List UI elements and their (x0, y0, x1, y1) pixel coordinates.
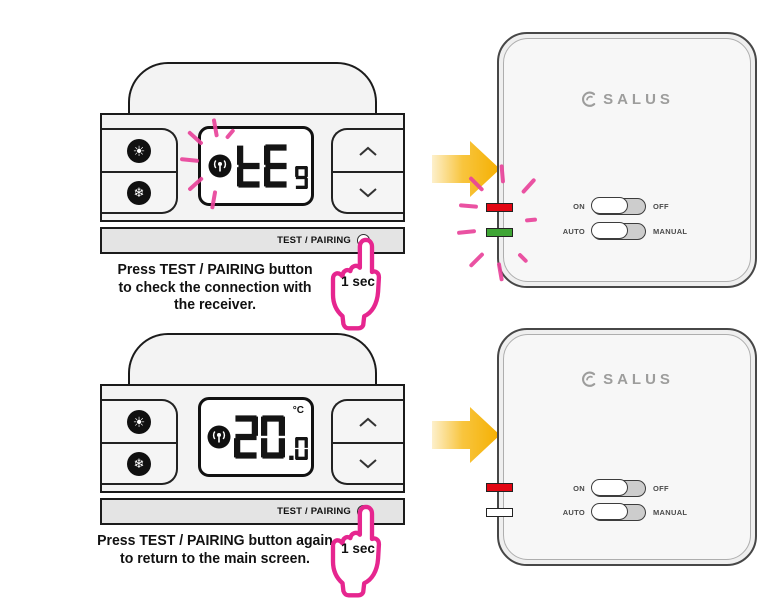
lcd-display: °C (198, 397, 314, 477)
receiver-faceplate (503, 38, 751, 282)
switch-knob (591, 197, 629, 215)
switch-label-off: OFF (653, 484, 669, 493)
mode-button-column: ☀ ❄ (102, 399, 178, 485)
step1-caption: Press TEST / PAIRING button to check the… (117, 262, 313, 313)
press-duration-label: 1 sec (341, 274, 375, 289)
thermostat-body: ☀ ❄ °C (100, 384, 405, 493)
switch-knob (591, 222, 629, 240)
off-led (486, 508, 513, 517)
switch-label-on: ON (573, 202, 585, 211)
chevron-up-icon (359, 417, 377, 427)
chevron-down-icon (359, 187, 377, 197)
press-hand-icon (330, 504, 382, 598)
seven-segment-main (237, 144, 291, 188)
press-duration-label: 1 sec (341, 541, 375, 556)
arrow-right-icon (432, 407, 500, 463)
cool-button[interactable]: ❄ (102, 171, 176, 212)
arrow-button-column (331, 399, 403, 485)
receiver-step1: SALUS ON OFF AUTO MANUAL (456, 32, 757, 288)
thermostat-body: ☀ ❄ (100, 113, 405, 222)
switch-label-auto: AUTO (562, 508, 585, 517)
switch-label-manual: MANUAL (653, 227, 688, 236)
switch-label-on: ON (573, 484, 585, 493)
chevron-down-icon (359, 458, 377, 468)
salus-logo: SALUS (499, 90, 755, 109)
seven-segment-sub (288, 437, 308, 460)
test-pairing-bar: TEST / PAIRING (100, 227, 405, 254)
snowflake-icon: ❄ (127, 180, 151, 205)
down-button[interactable] (333, 171, 403, 212)
chevron-up-icon (359, 146, 377, 156)
lcd-display (198, 126, 314, 206)
salus-logo-text: SALUS (603, 91, 674, 108)
press-hand-icon (330, 237, 382, 331)
up-button[interactable] (333, 130, 403, 171)
arrow-button-column (331, 128, 403, 214)
salus-logo-text: SALUS (603, 371, 674, 388)
sun-icon: ☀ (127, 409, 151, 434)
thermostat-step2: ☀ ❄ °C (97, 333, 405, 567)
temperature-unit: °C (292, 405, 304, 416)
power-switch-row: ON OFF (499, 197, 755, 215)
salus-swirl-icon (582, 91, 596, 107)
receiver-step2: SALUS ON OFF AUTO MANUAL (486, 328, 757, 566)
up-button[interactable] (333, 401, 403, 442)
power-switch-row: ON OFF (499, 479, 755, 497)
rf-antenna-icon (207, 425, 231, 449)
seven-segment-sub (295, 166, 308, 189)
test-pairing-label: TEST / PAIRING (277, 235, 351, 246)
heat-button[interactable]: ☀ (102, 130, 176, 171)
seven-segment-main (234, 415, 288, 459)
rf-antenna-icon (208, 154, 232, 178)
thermostat-step1: ☀ ❄ (100, 62, 405, 313)
cool-button[interactable]: ❄ (102, 442, 176, 483)
mode-button-column: ☀ ❄ (102, 128, 178, 214)
switch-label-manual: MANUAL (653, 508, 688, 517)
salus-logo: SALUS (499, 370, 755, 389)
mode-switch-row: AUTO MANUAL (499, 222, 755, 240)
arrow-right-icon (432, 141, 500, 197)
green-led (486, 228, 513, 237)
red-led (486, 203, 513, 212)
mode-switch[interactable] (591, 222, 646, 240)
step2-caption: Press TEST / PAIRING button again to ret… (97, 533, 333, 567)
switch-knob (591, 479, 629, 497)
thermostat-dome (128, 62, 377, 120)
mode-switch-row: AUTO MANUAL (499, 503, 755, 521)
switch-knob (591, 503, 629, 521)
power-switch[interactable] (591, 479, 646, 497)
sun-icon: ☀ (127, 138, 151, 163)
salus-swirl-icon (582, 371, 596, 387)
receiver-faceplate (503, 334, 751, 560)
thermostat-dome (128, 333, 377, 391)
switch-label-auto: AUTO (562, 227, 585, 236)
red-led (486, 483, 513, 492)
snowflake-icon: ❄ (127, 451, 151, 476)
down-button[interactable] (333, 442, 403, 483)
power-switch[interactable] (591, 197, 646, 215)
switch-label-off: OFF (653, 202, 669, 211)
test-pairing-label: TEST / PAIRING (277, 506, 351, 517)
mode-switch[interactable] (591, 503, 646, 521)
heat-button[interactable]: ☀ (102, 401, 176, 442)
